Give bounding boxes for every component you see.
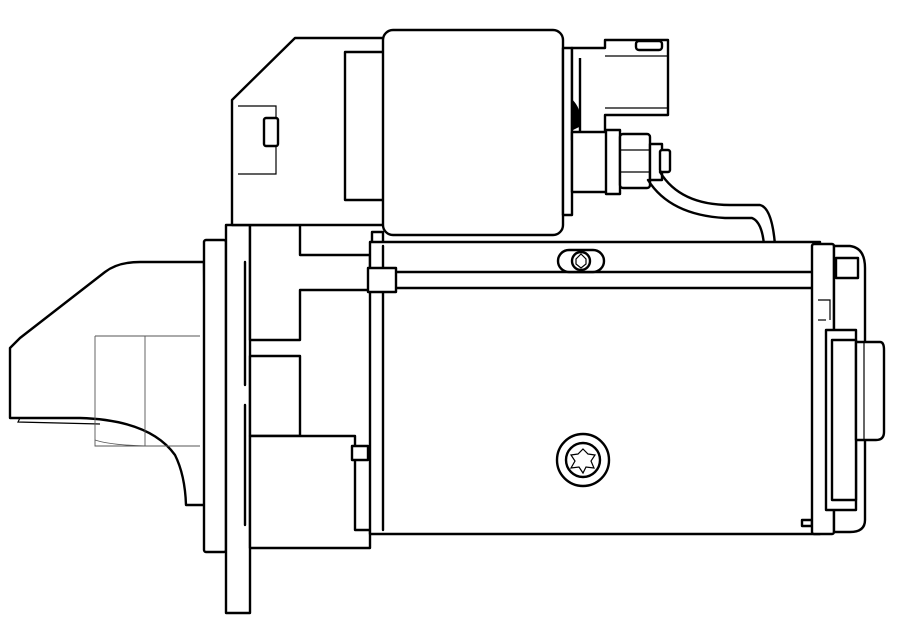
solenoid-connector	[570, 38, 670, 142]
end-cap	[810, 242, 886, 536]
through-bolt	[366, 266, 837, 294]
wire-lead	[646, 170, 777, 247]
solenoid	[370, 28, 574, 252]
torx-screw-upper	[556, 248, 606, 274]
pinion-housing-nose	[8, 260, 208, 507]
solenoid-rear-housing	[230, 36, 387, 227]
mounting-flange	[202, 223, 372, 615]
terminal-stud	[570, 128, 672, 196]
motor-yoke	[368, 240, 822, 536]
torx-screw-lower	[555, 432, 611, 488]
